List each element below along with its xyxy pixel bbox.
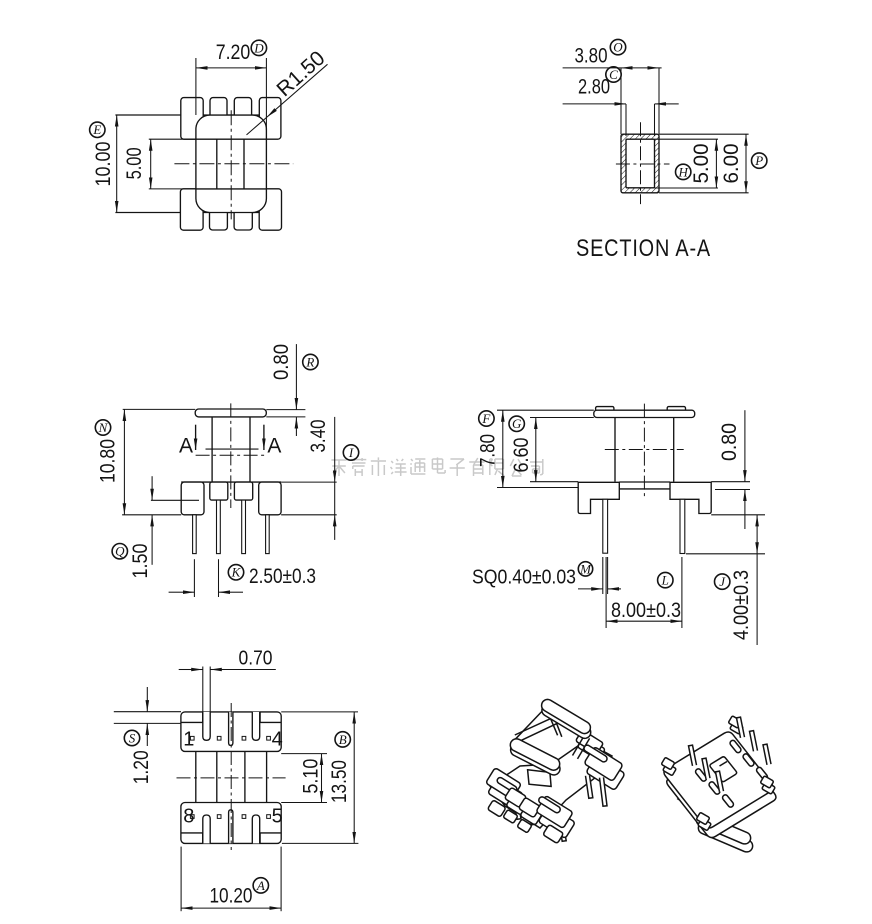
svg-text:K: K bbox=[231, 565, 242, 580]
svg-text:A: A bbox=[267, 435, 281, 458]
svg-text:8: 8 bbox=[183, 806, 194, 828]
svg-text:1: 1 bbox=[183, 729, 194, 751]
svg-text:1.20: 1.20 bbox=[130, 750, 153, 784]
svg-text:10.20: 10.20 bbox=[210, 885, 253, 908]
svg-text:7.80: 7.80 bbox=[477, 434, 500, 467]
svg-text:5.00: 5.00 bbox=[690, 144, 713, 184]
svg-text:10.80: 10.80 bbox=[97, 439, 120, 483]
svg-text:S: S bbox=[129, 730, 136, 745]
svg-text:P: P bbox=[754, 153, 763, 168]
svg-text:5.10: 5.10 bbox=[300, 759, 323, 794]
svg-text:10.00: 10.00 bbox=[92, 142, 115, 187]
svg-text:L: L bbox=[661, 573, 669, 588]
svg-text:0.70: 0.70 bbox=[239, 648, 273, 670]
svg-text:4.00±0.3: 4.00±0.3 bbox=[730, 570, 753, 640]
svg-text:2.80: 2.80 bbox=[578, 76, 610, 99]
svg-text:4: 4 bbox=[272, 729, 283, 751]
svg-text:H: H bbox=[678, 164, 689, 179]
svg-text:6.60: 6.60 bbox=[510, 438, 533, 473]
svg-text:I: I bbox=[348, 445, 354, 460]
svg-text:0.80: 0.80 bbox=[270, 344, 293, 380]
svg-text:5.00: 5.00 bbox=[123, 147, 146, 179]
svg-text:G: G bbox=[512, 416, 522, 431]
svg-text:0.80: 0.80 bbox=[718, 423, 741, 461]
svg-text:E: E bbox=[92, 122, 101, 137]
svg-text:J: J bbox=[719, 574, 726, 589]
svg-text:Q: Q bbox=[115, 544, 125, 559]
svg-text:B: B bbox=[339, 732, 347, 747]
svg-text:3.80: 3.80 bbox=[575, 45, 608, 68]
svg-text:3.40: 3.40 bbox=[307, 420, 330, 453]
svg-text:SQ0.40±0.03: SQ0.40±0.03 bbox=[472, 567, 576, 589]
svg-text:R1.50: R1.50 bbox=[272, 47, 329, 102]
svg-text:A: A bbox=[256, 878, 265, 893]
svg-text:O: O bbox=[613, 40, 623, 55]
svg-text:M: M bbox=[579, 561, 592, 576]
svg-text:13.50: 13.50 bbox=[328, 760, 351, 803]
svg-text:R: R bbox=[305, 354, 314, 369]
svg-text:7.20: 7.20 bbox=[216, 41, 251, 64]
svg-text:6.00: 6.00 bbox=[720, 144, 743, 184]
svg-text:2.50±0.3: 2.50±0.3 bbox=[249, 565, 316, 588]
svg-text:D: D bbox=[253, 40, 264, 55]
svg-text:N: N bbox=[98, 420, 109, 435]
svg-text:A: A bbox=[179, 435, 193, 458]
svg-text:5: 5 bbox=[272, 806, 283, 828]
svg-text:8.00±0.3: 8.00±0.3 bbox=[611, 599, 681, 622]
svg-text:C: C bbox=[609, 67, 618, 82]
svg-text:F: F bbox=[481, 411, 491, 426]
svg-text:1.50: 1.50 bbox=[129, 544, 152, 579]
svg-text:SECTION A-A: SECTION A-A bbox=[576, 235, 711, 262]
